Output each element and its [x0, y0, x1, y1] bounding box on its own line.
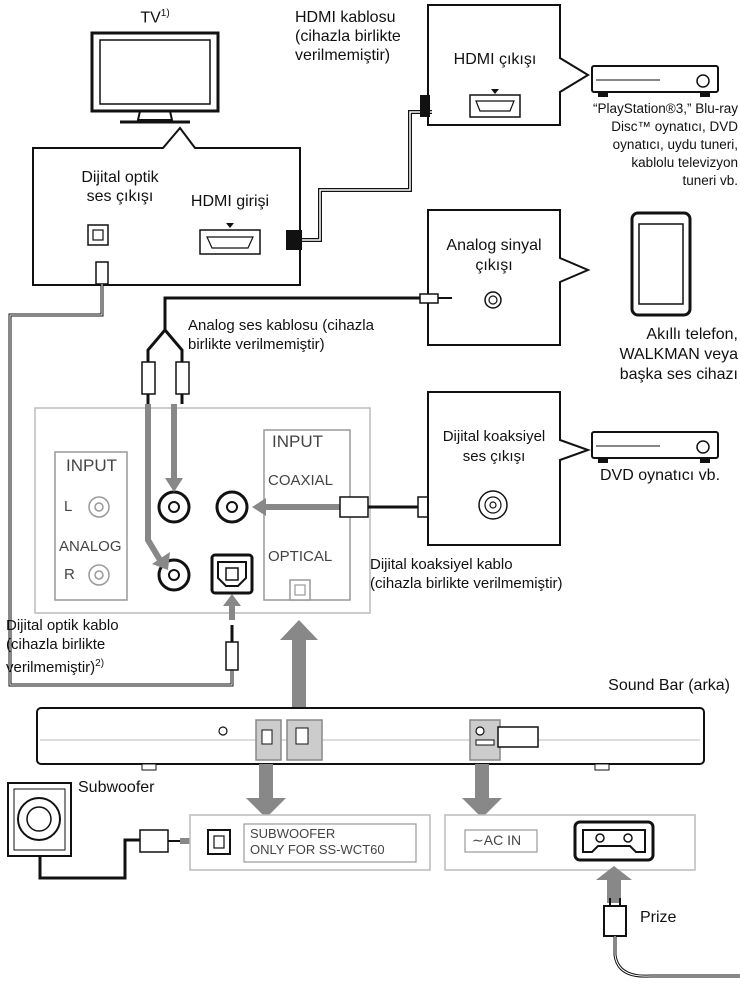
- tv-title: TV1): [140, 8, 170, 27]
- panel-input-right: INPUT: [272, 432, 323, 451]
- soundbar-label: Sound Bar (arka): [608, 677, 730, 694]
- dvd-player-icon: [591, 431, 719, 463]
- analog-out-label: Analog sinyal çıkışı: [446, 237, 542, 274]
- tv-hdmi-label: HDMI girişi: [190, 193, 270, 210]
- panel-analog: ANALOG: [59, 538, 122, 555]
- soundbar-rear: [36, 707, 705, 771]
- coax-out-label: Dijital koaksiyel ses çıkışı: [442, 428, 546, 465]
- smartphone-icon: [630, 211, 692, 317]
- analog-cable: [141, 293, 452, 404]
- power-plug: [603, 898, 740, 978]
- coaxial-in-jack: [215, 490, 249, 524]
- dvd-player-label: DVD oynatıcı vb.: [599, 467, 721, 484]
- panel-l: L: [64, 498, 73, 515]
- tv-icon: [90, 31, 220, 124]
- bd-player-icon: [591, 65, 719, 97]
- analog-in-jacks: [157, 490, 191, 592]
- subwoofer-icon: [7, 782, 180, 880]
- panel-ac-in: ∼AC IN: [472, 832, 522, 848]
- hdmi-out-callout: [427, 4, 590, 126]
- optical-in-jack: [210, 553, 254, 595]
- coax-cable-label: Dijital koaksiyel kablo (cihazla birlikt…: [370, 556, 563, 592]
- hdmi-out-label: HDMI çıkışı: [453, 51, 537, 68]
- subwoofer-label: Subwoofer: [78, 779, 155, 796]
- optical-cable-label: Dijital optik kablo (cihazla birlikte ve…: [6, 617, 119, 676]
- tv-optical-label: Dijital optik ses çıkışı: [81, 169, 159, 205]
- ac-in-jack: [573, 820, 655, 862]
- panel-optical: OPTICAL: [268, 548, 333, 565]
- hdmi-cable: [286, 95, 432, 250]
- panel-input-left: INPUT: [66, 456, 117, 475]
- tv-hdmi-jack: [199, 223, 261, 255]
- analog-out-callout: [427, 209, 591, 346]
- panel-r: R: [64, 566, 75, 583]
- panel-subwoofer: SUBWOOFER ONLY FOR SS-WCT60: [250, 826, 385, 857]
- hdmi-out-jack: [469, 89, 521, 118]
- analog-cable-label: Analog ses kablosu (cihazla birlikte ver…: [188, 317, 374, 353]
- coax-out-callout: [427, 391, 591, 546]
- tv-optical-jack: [87, 224, 109, 246]
- prize-label: Prize: [640, 909, 677, 926]
- player-list-label: “PlayStation®3,” Blu-ray Disc™ oynatıcı,…: [593, 101, 738, 188]
- optical-cable: [8, 261, 239, 687]
- smartphone-label: Akıllı telefon, WALKMAN veya başka ses c…: [619, 326, 738, 383]
- hdmi-cable-label: HDMI kablosu (cihazla birlikte verilmemi…: [295, 9, 401, 64]
- panel-coaxial: COAXIAL: [268, 472, 334, 489]
